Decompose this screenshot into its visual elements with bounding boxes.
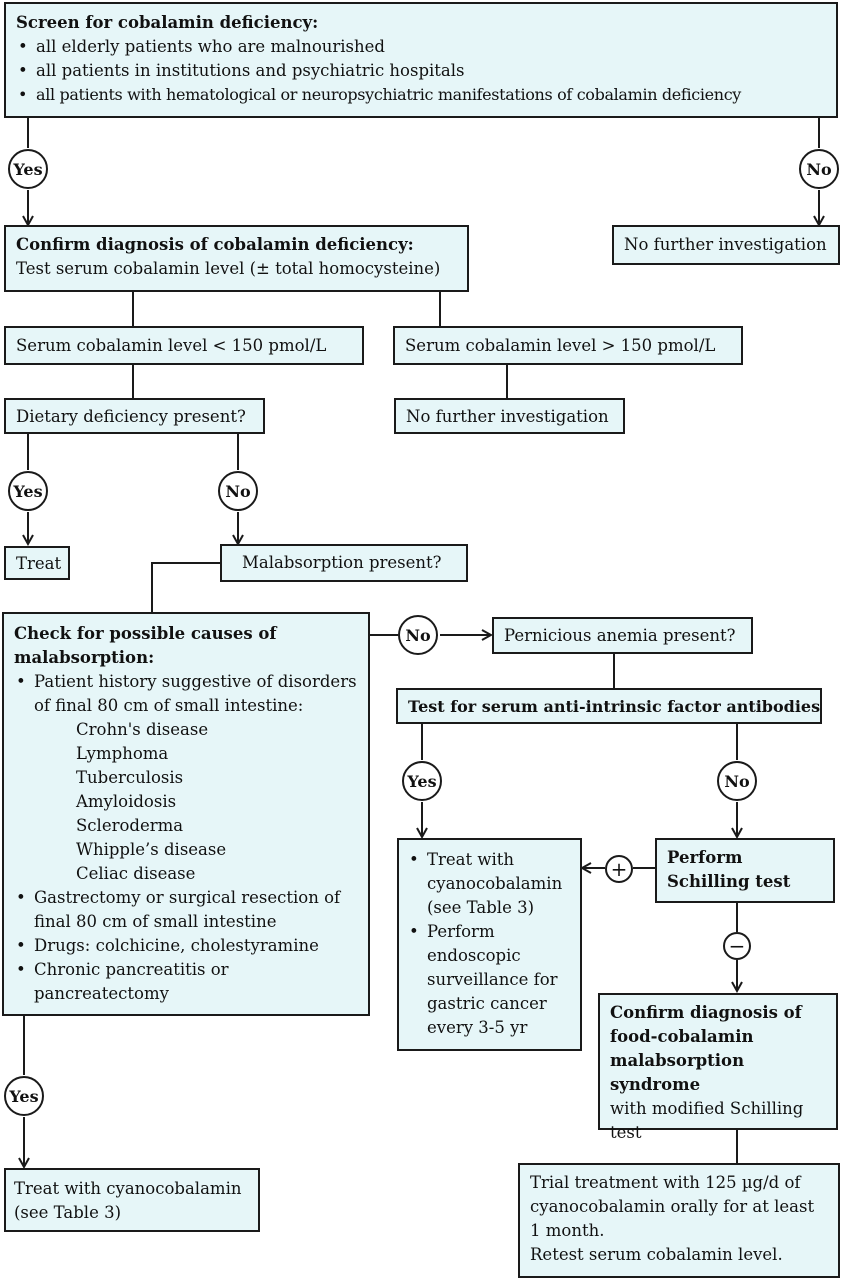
dietary-box: Dietary deficiency present? xyxy=(4,398,265,434)
food-text: with modified Schilling test xyxy=(610,1099,804,1142)
pernicious-box: Pernicious anemia present? xyxy=(492,617,753,654)
low-level-box: Serum cobalamin level < 150 pmol/L xyxy=(4,326,364,365)
causes-item: Gastrectomy or surgical resection of fin… xyxy=(14,886,358,934)
line-malabsorption-causes xyxy=(151,562,220,612)
treat-cyano-box: Treat with cyanocobalamin (see Table 3) xyxy=(4,1168,260,1232)
causes-list: Patient history suggestive of disorders … xyxy=(14,670,358,1006)
disease-item: Scleroderma xyxy=(76,816,184,835)
no-circle-dietary: No xyxy=(218,471,258,511)
treat-box: Treat xyxy=(4,546,70,580)
trial-line2: Retest serum cobalamin level. xyxy=(530,1245,783,1264)
confirm-title: Confirm diagnosis of cobalamin deficienc… xyxy=(16,235,414,254)
disease-item: Whipple’s disease xyxy=(76,840,227,859)
screen-box: Screen for cobalamin deficiency: all eld… xyxy=(4,2,838,118)
trial-line1: Trial treatment with 125 µg/d of cyanoco… xyxy=(530,1173,815,1240)
malabsorption-box: Malabsorption present? xyxy=(220,544,468,582)
causes-history: Patient history suggestive of disorders … xyxy=(34,672,357,715)
yes-circle-antibodies: Yes xyxy=(402,761,442,801)
screen-item: all patients with hematological or neuro… xyxy=(16,83,826,107)
treat-pa-item: Perform endoscopic surveillance for gast… xyxy=(407,920,572,1040)
causes-title: Check for possible causes of malabsorpti… xyxy=(14,624,277,667)
schilling-box: Perform Schilling test xyxy=(655,838,835,903)
screen-item: all patients in institutions and psychia… xyxy=(16,59,826,83)
screen-list: all elderly patients who are malnourishe… xyxy=(16,35,826,107)
disease-item: Crohn's disease xyxy=(76,720,209,739)
no-further-box-1: No further investigation xyxy=(612,225,840,265)
confirm-box: Confirm diagnosis of cobalamin deficienc… xyxy=(4,225,469,292)
no-further-box-2: No further investigation xyxy=(394,398,625,434)
yes-circle-dietary: Yes xyxy=(8,471,48,511)
yes-circle-causes: Yes xyxy=(4,1076,44,1116)
food-title: Confirm diagnosis of food-cobalamin mala… xyxy=(610,1003,802,1094)
antibodies-box: Test for serum anti-intrinsic factor ant… xyxy=(396,688,822,724)
treat-pa-list: Treat with cyanocobalamin (see Table 3) … xyxy=(407,848,572,1040)
screen-item: all elderly patients who are malnourishe… xyxy=(16,35,826,59)
disease-item: Celiac disease xyxy=(76,864,196,883)
causes-box: Check for possible causes of malabsorpti… xyxy=(2,612,370,1016)
plus-circle: + xyxy=(605,855,633,883)
disease-item: Tuberculosis xyxy=(76,768,184,787)
screen-title: Screen for cobalamin deficiency: xyxy=(16,13,319,32)
high-level-box: Serum cobalamin level > 150 pmol/L xyxy=(393,326,743,365)
food-box: Confirm diagnosis of food-cobalamin mala… xyxy=(598,993,838,1142)
no-circle-antibodies: No xyxy=(717,761,757,801)
disease-item: Lymphoma xyxy=(76,744,169,763)
treat-pa-item: Treat with cyanocobalamin (see Table 3) xyxy=(407,848,572,920)
no-circle-causes: No xyxy=(398,615,438,655)
disease-item: Amyloidosis xyxy=(76,792,177,811)
no-circle-screen: No xyxy=(799,149,839,189)
causes-item: Drugs: colchicine, cholestyramine xyxy=(14,934,358,958)
causes-item: Patient history suggestive of disorders … xyxy=(14,670,358,886)
minus-circle: − xyxy=(723,932,751,960)
yes-circle-screen: Yes xyxy=(8,149,48,189)
trial-box: Trial treatment with 125 µg/d of cyanoco… xyxy=(518,1163,840,1278)
confirm-text: Test serum cobalamin level (± total homo… xyxy=(16,259,441,278)
causes-item: Chronic pancreatitis or pancreatectomy xyxy=(14,958,358,1006)
treat-pa-box: Treat with cyanocobalamin (see Table 3) … xyxy=(397,838,582,1051)
